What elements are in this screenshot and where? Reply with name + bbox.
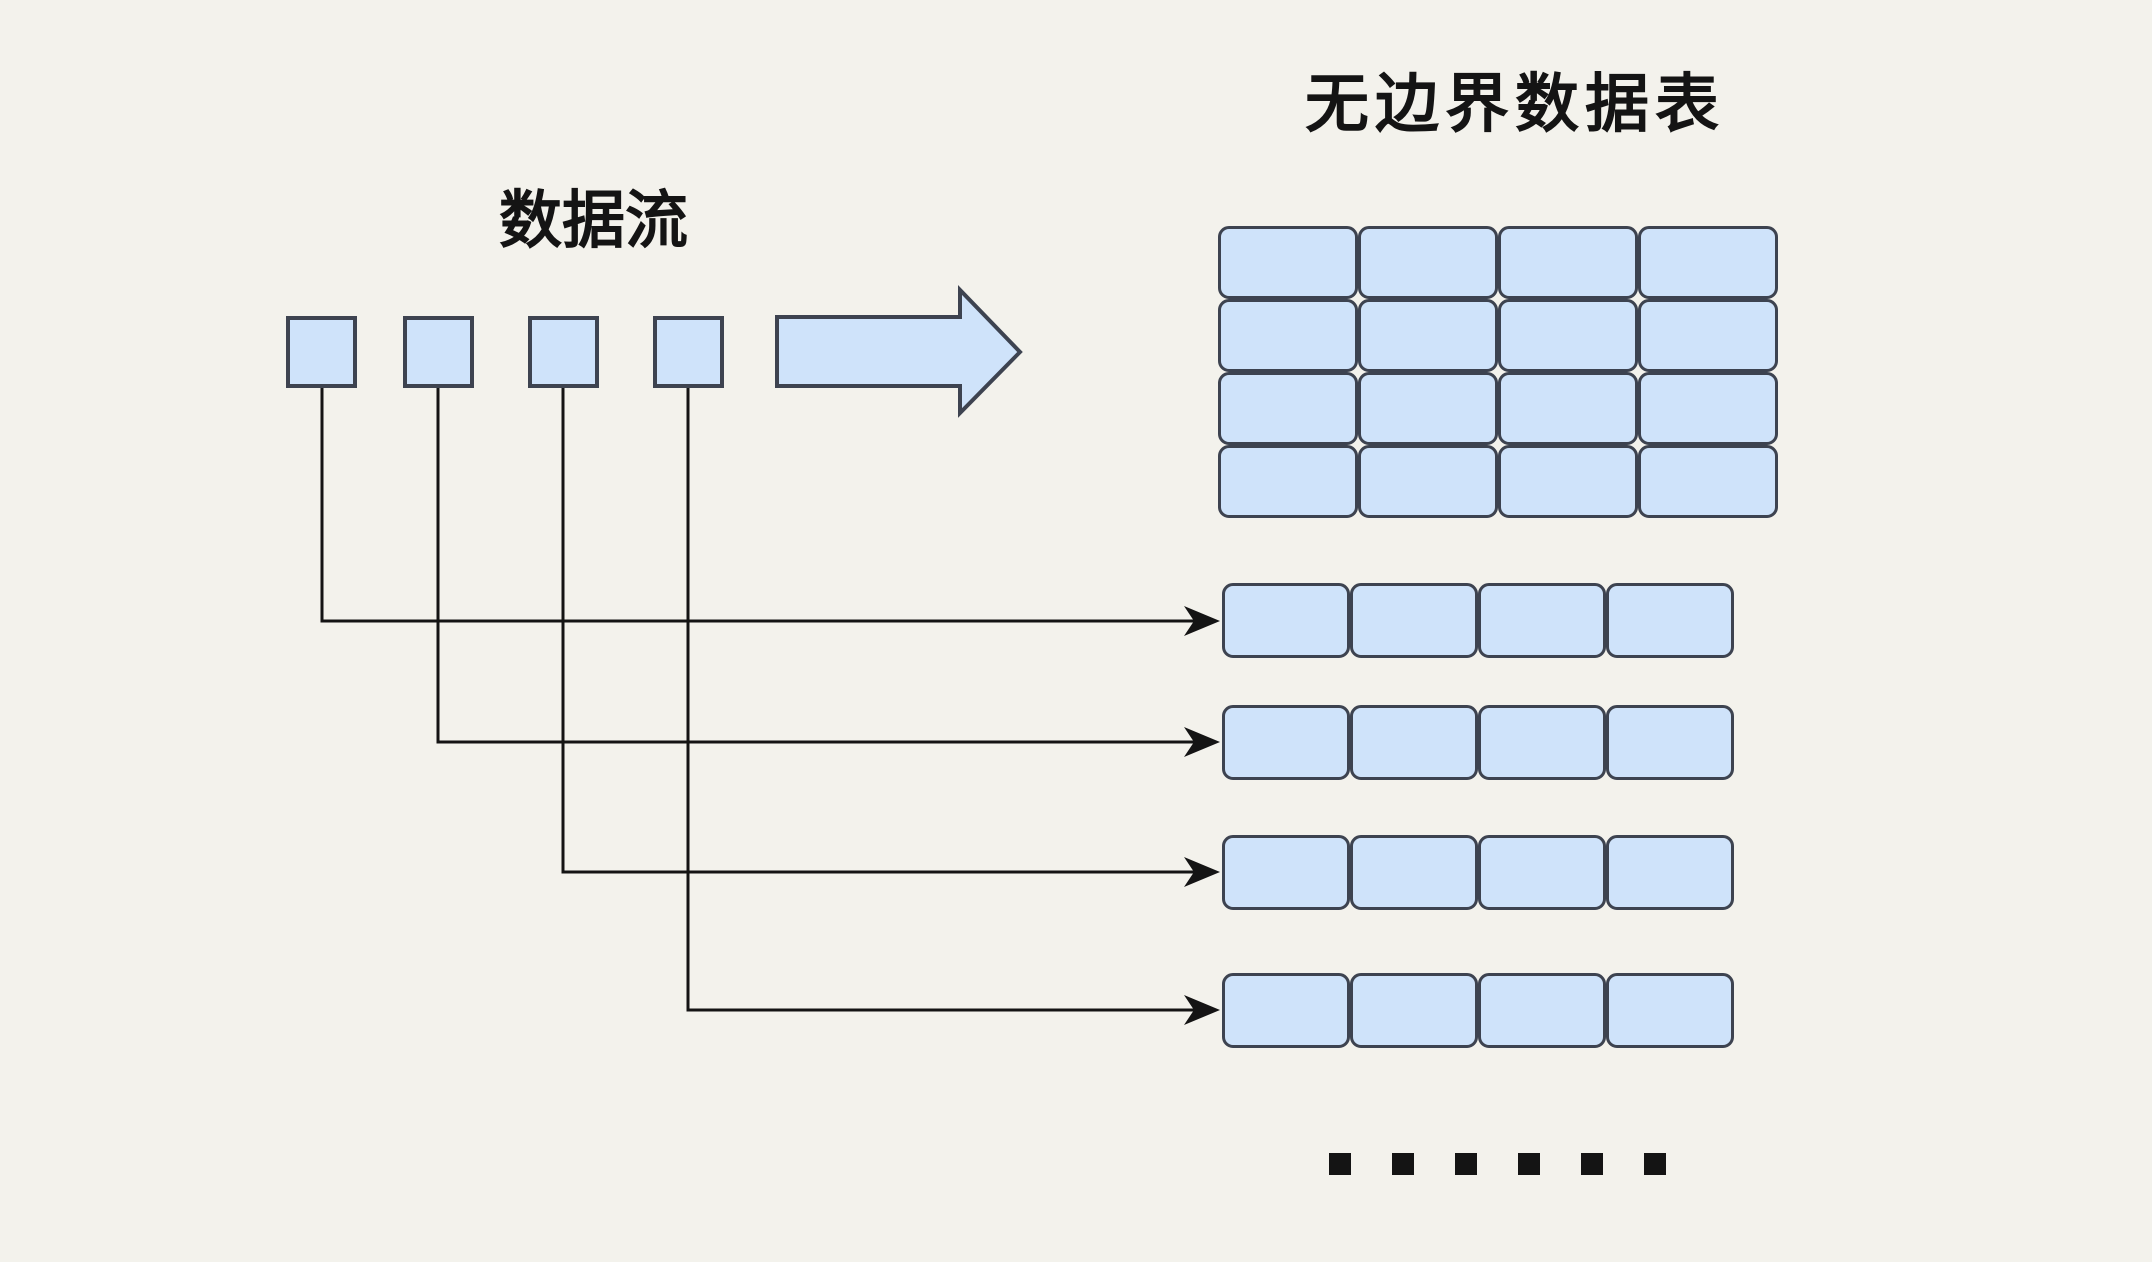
- ellipsis-dot: [1392, 1153, 1414, 1175]
- table-grid-cell: [1358, 372, 1498, 445]
- big-flow-arrow-icon: [775, 285, 1023, 418]
- table-grid-cell: [1498, 226, 1638, 299]
- partition-row-cell: [1222, 583, 1350, 658]
- partition-row-4: [1222, 973, 1734, 1048]
- table-grid-cell: [1498, 299, 1638, 372]
- stream-square: [403, 316, 474, 388]
- table-grid-cell: [1358, 226, 1498, 299]
- connector-line-1: [320, 388, 1196, 623]
- table-grid-cell: [1498, 372, 1638, 445]
- partition-row-cell: [1606, 583, 1734, 658]
- connector-arrowhead-4: [1184, 995, 1220, 1025]
- table-grid-cell: [1498, 445, 1638, 518]
- ellipsis-dot: [1329, 1153, 1351, 1175]
- table-grid-cell: [1358, 445, 1498, 518]
- stream-square: [653, 316, 724, 388]
- ellipsis-dot: [1455, 1153, 1477, 1175]
- partition-row-cell: [1350, 973, 1478, 1048]
- partition-row-cell: [1606, 705, 1734, 780]
- stream-square: [286, 316, 357, 388]
- ellipsis-dot: [1518, 1153, 1540, 1175]
- partition-row-cell: [1478, 835, 1606, 910]
- stream-squares-group: [286, 316, 726, 388]
- unbounded-table-title: 无边界数据表: [1305, 68, 1725, 140]
- more-rows-ellipsis: [1329, 1153, 1666, 1175]
- ellipsis-dot: [1644, 1153, 1666, 1175]
- table-grid-cell: [1218, 299, 1358, 372]
- connector-line-4: [686, 388, 1196, 1012]
- unbounded-table-grid: [1218, 226, 1778, 518]
- connector-arrowhead-1: [1184, 606, 1220, 636]
- ellipsis-dot: [1581, 1153, 1603, 1175]
- partition-row-cell: [1350, 835, 1478, 910]
- partition-row-cell: [1478, 705, 1606, 780]
- table-grid-cell: [1218, 445, 1358, 518]
- partition-row-cell: [1350, 583, 1478, 658]
- partition-row-cell: [1222, 705, 1350, 780]
- connector-line-3: [561, 388, 1196, 874]
- partition-row-cell: [1478, 973, 1606, 1048]
- partition-row-cell: [1222, 835, 1350, 910]
- stream-title: 数据流: [499, 186, 688, 256]
- partition-row-cell: [1222, 973, 1350, 1048]
- partition-row-cell: [1350, 705, 1478, 780]
- connector-arrowhead-3: [1184, 857, 1220, 887]
- connector-line-2: [436, 388, 1196, 744]
- table-grid-cell: [1358, 299, 1498, 372]
- partition-row-3: [1222, 835, 1734, 910]
- connector-arrowhead-2: [1184, 727, 1220, 757]
- partition-row-cell: [1606, 835, 1734, 910]
- partition-row-cell: [1606, 973, 1734, 1048]
- table-grid-cell: [1218, 372, 1358, 445]
- partition-row-1: [1222, 583, 1734, 658]
- table-grid-cell: [1638, 445, 1778, 518]
- table-grid-cell: [1218, 226, 1358, 299]
- table-grid-cell: [1638, 226, 1778, 299]
- table-grid-cell: [1638, 372, 1778, 445]
- partition-row-2: [1222, 705, 1734, 780]
- partition-row-cell: [1478, 583, 1606, 658]
- stream-square: [528, 316, 599, 388]
- table-grid-cell: [1638, 299, 1778, 372]
